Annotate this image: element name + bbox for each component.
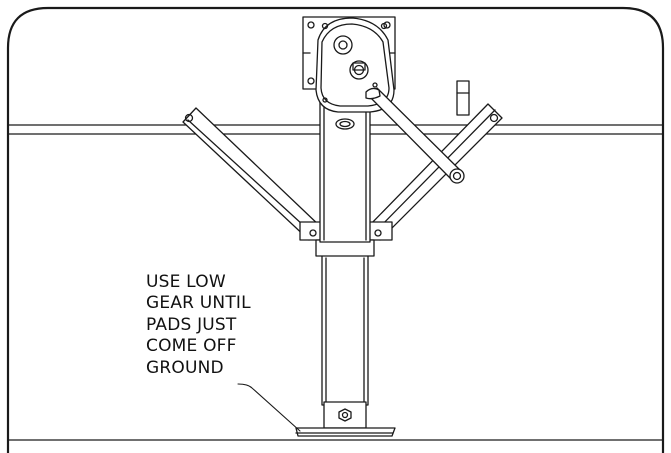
foot-pad [295,401,396,437]
frame-border [6,6,665,453]
instruction-line: GEAR UNTIL [146,293,251,314]
upper-tube [319,99,371,243]
leader-line [237,383,301,432]
instruction-line: USE LOW [146,272,226,292]
left-brace [182,107,327,241]
crank-handle [365,87,465,184]
rail-bracket [456,80,470,116]
instruction-line: GROUND [146,357,224,378]
instruction-line: PADS JUST [146,314,237,335]
instruction-line: COME OFF [146,336,237,357]
lower-tube [321,254,369,406]
instruction-text: USE LOW GEAR UNTIL PADS JUST COME OFF GR… [146,272,251,379]
